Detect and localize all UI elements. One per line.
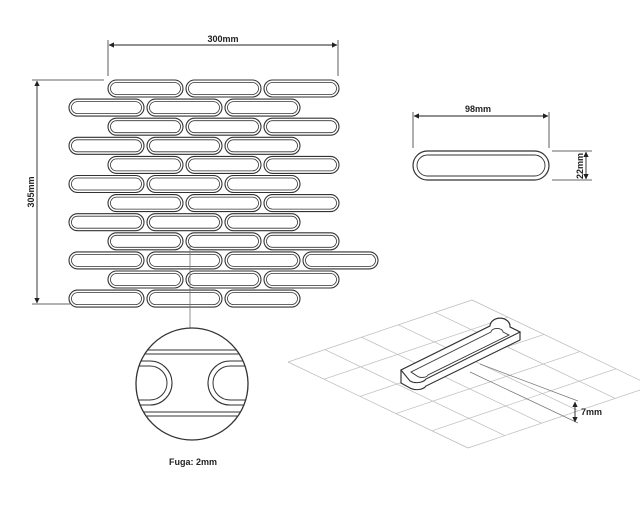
grid-line: [361, 336, 542, 424]
tile-outline: [412, 150, 550, 181]
grid-line: [431, 368, 617, 432]
isometric-view: 7mm: [287, 299, 640, 449]
mosaic-tile: [263, 79, 340, 98]
sheet-height-dimension: 305mm: [26, 79, 104, 305]
mosaic-tile: [185, 232, 262, 251]
mosaic-tile: [263, 117, 340, 136]
grid-line: [398, 324, 579, 412]
grid-line: [287, 299, 473, 363]
grout-caption: Fuga: 2mm: [169, 457, 217, 467]
mosaic-tile: [185, 155, 262, 174]
mosaic-tile: [146, 98, 223, 117]
sheet-width-label: 300mm: [207, 34, 238, 44]
grout-detail: Fuga: 2mm: [135, 246, 249, 467]
tile-width-label: 22mm: [575, 153, 585, 179]
tile-thickness-label: 7mm: [581, 407, 602, 417]
mosaic-tile: [263, 194, 340, 213]
grid-line: [471, 299, 640, 381]
mosaic-tile: [146, 213, 223, 232]
mosaic-tile: [185, 194, 262, 213]
mosaic-tile: [68, 251, 145, 270]
grid-line: [287, 361, 469, 449]
mosaic-tile: [224, 98, 301, 117]
mosaic-tile: [263, 232, 340, 251]
mosaic-tile: [146, 289, 223, 308]
mosaic-tile: [107, 155, 184, 174]
mosaic-tile: [224, 251, 301, 270]
tile-bevel: [416, 154, 546, 177]
mosaic-tile: [263, 155, 340, 174]
mosaic-tile: [68, 213, 145, 232]
mosaic-tile: [68, 174, 145, 194]
mosaic-tile: [107, 270, 184, 289]
grid-line: [467, 389, 640, 449]
mosaic-tile: [107, 194, 184, 213]
mosaic-tile: [146, 136, 223, 155]
mosaic-tile: [224, 213, 301, 232]
mosaic-tile: [224, 174, 301, 194]
detail-circle: [135, 327, 249, 441]
grid-line: [324, 349, 505, 436]
grid-line: [435, 312, 616, 399]
mosaic-tile: [185, 117, 262, 136]
single-tile-view: 98mm 22mm: [412, 104, 592, 181]
mosaic-tile: [68, 136, 145, 155]
isometric-grid: [287, 299, 640, 449]
grid-line: [395, 351, 581, 414]
mosaic-tile: [185, 79, 262, 98]
mosaic-tile: [224, 289, 301, 308]
mosaic-tile: [302, 251, 379, 270]
tile-thickness-dimension: 7mm: [469, 363, 602, 424]
mosaic-tile: [224, 136, 301, 155]
mosaic-tile: [263, 270, 340, 289]
mosaic-tile: [146, 251, 223, 270]
tile-length-label: 98mm: [465, 104, 491, 114]
isometric-tile: [400, 317, 522, 391]
sheet-width-dimension: 300mm: [107, 34, 339, 76]
mosaic-tile: [107, 232, 184, 251]
grid-line: [323, 316, 509, 380]
mosaic-sheet: [68, 79, 379, 308]
mosaic-tile: [185, 270, 262, 289]
mosaic-tile: [146, 174, 223, 194]
mosaic-tile: [68, 98, 145, 117]
mosaic-tile: [107, 117, 184, 136]
sheet-height-label: 305mm: [26, 176, 36, 207]
mosaic-tile: [107, 79, 184, 98]
mosaic-tile: [68, 289, 145, 308]
